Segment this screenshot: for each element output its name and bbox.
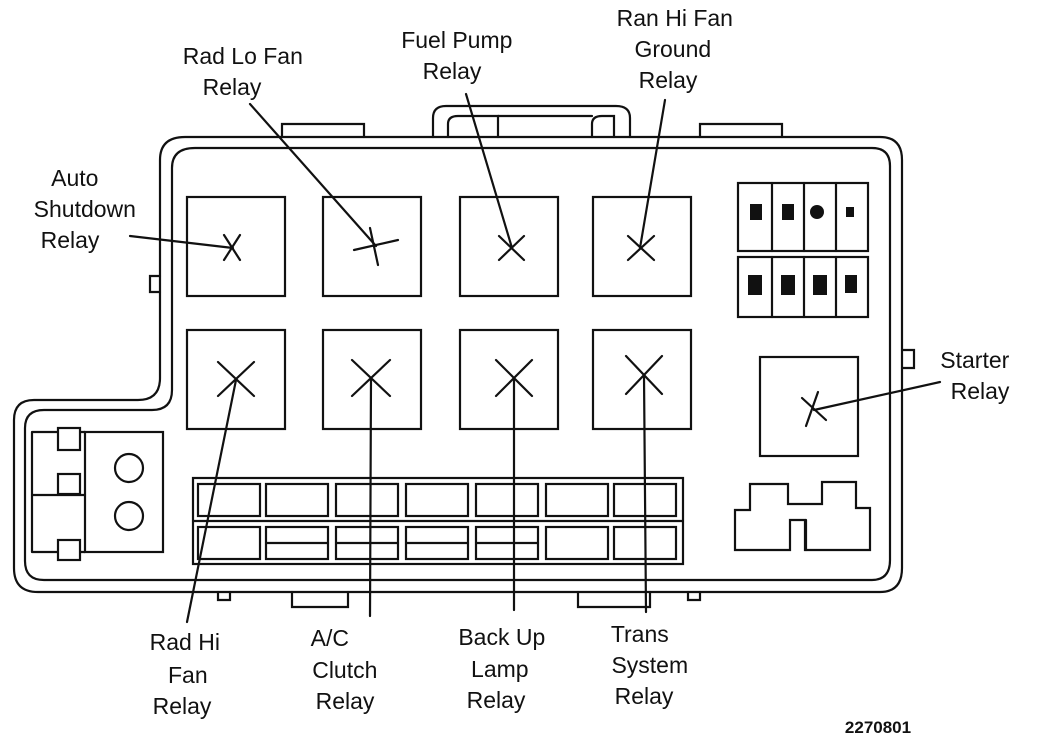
label-trans-system: Trans System Relay <box>611 621 695 709</box>
fuse-slot <box>474 482 540 518</box>
relay-auto-shutdown <box>185 195 287 298</box>
relay-starter <box>758 355 860 458</box>
fuse-slot <box>334 482 400 518</box>
fuse-slot <box>544 482 610 518</box>
label-back-up-lamp: Back Up Lamp Relay <box>458 624 551 713</box>
label-auto-shutdown: Auto Shutdown Relay <box>34 165 143 253</box>
relay-fuel-pump <box>458 195 560 298</box>
bottom-right-connector <box>733 480 872 552</box>
label-ac-clutch: A/C Clutch Relay <box>311 625 384 714</box>
relay-back-up-lamp <box>458 328 560 431</box>
fuse-slot <box>544 525 610 561</box>
label-rad-hi-fan: Rad Hi Fan Relay <box>150 629 227 719</box>
maxi-fuse-block <box>736 181 870 319</box>
relay-ran-hi-fan-ground <box>591 195 693 298</box>
fuse-slot <box>264 482 330 518</box>
fuse-slot <box>404 482 470 518</box>
label-starter: Starter Relay <box>940 347 1015 404</box>
fuse-slot <box>196 525 262 561</box>
fuse-slot <box>196 482 262 518</box>
figure-code: 2270801 <box>845 718 911 737</box>
relay-trans-system <box>591 328 693 431</box>
leader-lines <box>128 92 942 624</box>
label-ran-hi-fan-ground: Ran Hi Fan Ground Relay <box>617 5 740 93</box>
relay-rad-lo-fan <box>321 195 423 298</box>
mini-fuse-panel <box>191 476 685 566</box>
label-rad-lo-fan: Rad Lo Fan Relay <box>183 43 310 100</box>
housing <box>12 104 916 609</box>
label-fuel-pump: Fuel Pump Relay <box>401 27 519 84</box>
